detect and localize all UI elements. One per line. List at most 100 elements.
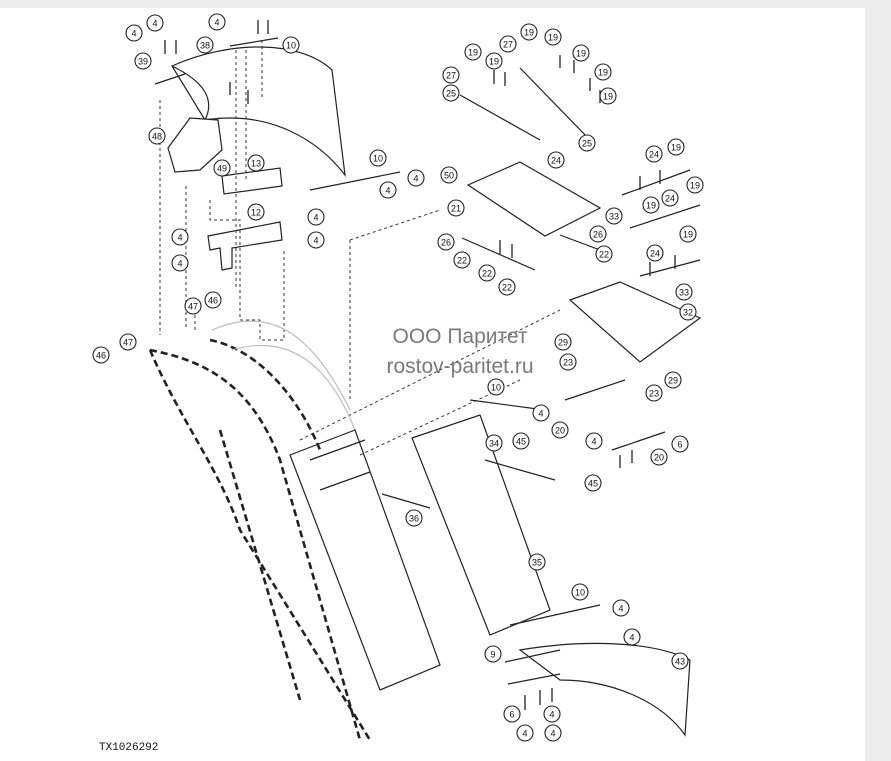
bolts <box>164 20 676 710</box>
plate-32 <box>568 281 702 363</box>
shield-38-edge <box>171 65 210 121</box>
strap-26-left <box>461 237 536 271</box>
callout-label: 22 <box>482 269 492 279</box>
callout-10: 10 <box>571 583 589 601</box>
callout-19: 19 <box>642 196 660 214</box>
callout-43: 43 <box>671 652 689 670</box>
callout-label: 4 <box>313 213 318 223</box>
callout-4: 4 <box>171 254 189 272</box>
callout-21: 21 <box>447 199 465 217</box>
strap-20-mid <box>564 379 626 401</box>
callout-33: 33 <box>605 207 623 225</box>
callout-19: 19 <box>667 138 685 156</box>
callout-4: 4 <box>407 169 425 187</box>
callout-24: 24 <box>645 145 663 163</box>
callout-45: 45 <box>512 432 530 450</box>
callout-label: 23 <box>649 389 659 399</box>
callout-label: 32 <box>683 308 693 318</box>
strap-10-top <box>229 37 279 47</box>
callout-35: 35 <box>528 553 546 571</box>
callout-9: 9 <box>484 645 502 663</box>
callout-34: 34 <box>485 434 503 452</box>
callout-label: 22 <box>457 256 467 266</box>
callout-45: 45 <box>584 474 602 492</box>
callout-19: 19 <box>599 87 617 105</box>
callout-24: 24 <box>661 189 679 207</box>
callout-label: 24 <box>649 150 659 160</box>
callout-label: 25 <box>446 89 456 99</box>
callout-4: 4 <box>307 208 325 226</box>
callout-label: 4 <box>629 633 634 643</box>
callout-24: 24 <box>547 151 565 169</box>
callout-4: 4 <box>307 231 325 249</box>
panel-35 <box>411 414 551 636</box>
callout-22: 22 <box>453 251 471 269</box>
callout-label: 46 <box>208 296 218 306</box>
callout-label: 6 <box>677 440 682 450</box>
callout-label: 22 <box>502 283 512 293</box>
callout-label: 25 <box>582 139 592 149</box>
callout-26: 26 <box>437 233 455 251</box>
callout-label: 33 <box>679 288 689 298</box>
callout-label: 19 <box>524 28 534 38</box>
callout-label: 4 <box>177 259 182 269</box>
callout-label: 10 <box>286 41 296 51</box>
callout-19: 19 <box>464 43 482 61</box>
strap-33-low <box>639 259 701 277</box>
callout-label: 6 <box>509 710 514 720</box>
callout-label: 26 <box>441 238 451 248</box>
frame-tube <box>289 429 441 691</box>
callout-39: 39 <box>134 52 152 70</box>
callout-50: 50 <box>440 166 458 184</box>
callout-label: 29 <box>668 376 678 386</box>
callout-4: 4 <box>379 181 397 199</box>
callout-label: 22 <box>599 250 609 260</box>
strap-9 <box>504 649 561 663</box>
callout-4: 4 <box>171 228 189 246</box>
assembly-lines-left <box>159 40 561 456</box>
callout-label: 20 <box>555 426 565 436</box>
strap-39 <box>154 73 186 85</box>
callout-label: 20 <box>654 453 664 463</box>
callout-label: 4 <box>313 236 318 246</box>
callout-29: 29 <box>554 333 572 351</box>
callout-label: 23 <box>563 358 573 368</box>
bracket-12 <box>207 221 283 271</box>
callout-label: 26 <box>593 230 603 240</box>
callout-label: 4 <box>214 18 219 28</box>
callout-label: 4 <box>550 729 555 739</box>
callout-4: 4 <box>516 724 534 742</box>
callout-25: 25 <box>442 84 460 102</box>
strap-26-right <box>559 234 601 251</box>
callout-4: 4 <box>623 628 641 646</box>
callout-label: 24 <box>650 249 660 259</box>
callout-label: 19 <box>683 230 693 240</box>
elevator-outline-outer <box>148 348 372 741</box>
callout-4: 4 <box>125 24 143 42</box>
callout-label: 4 <box>522 729 527 739</box>
callout-label: 29 <box>558 338 568 348</box>
callout-label: 48 <box>152 132 162 142</box>
callout-label: 4 <box>385 186 390 196</box>
callout-48: 48 <box>148 127 166 145</box>
callout-6: 6 <box>503 705 521 723</box>
callout-label: 24 <box>665 194 675 204</box>
strap-10-right <box>469 399 546 411</box>
strap-10-low <box>509 604 601 626</box>
callout-38: 38 <box>196 36 214 54</box>
plate-50 <box>466 161 602 237</box>
callout-label: 9 <box>490 650 495 660</box>
callout-19: 19 <box>572 44 590 62</box>
strap-6 <box>507 673 561 685</box>
callout-label: 4 <box>549 710 554 720</box>
callout-49: 49 <box>213 159 231 177</box>
callout-label: 34 <box>489 439 499 449</box>
callout-20: 20 <box>551 421 569 439</box>
callout-label: 13 <box>251 159 261 169</box>
elevator-upper-curve <box>211 320 356 431</box>
callout-label: 38 <box>200 41 210 51</box>
callout-label: 19 <box>576 49 586 59</box>
